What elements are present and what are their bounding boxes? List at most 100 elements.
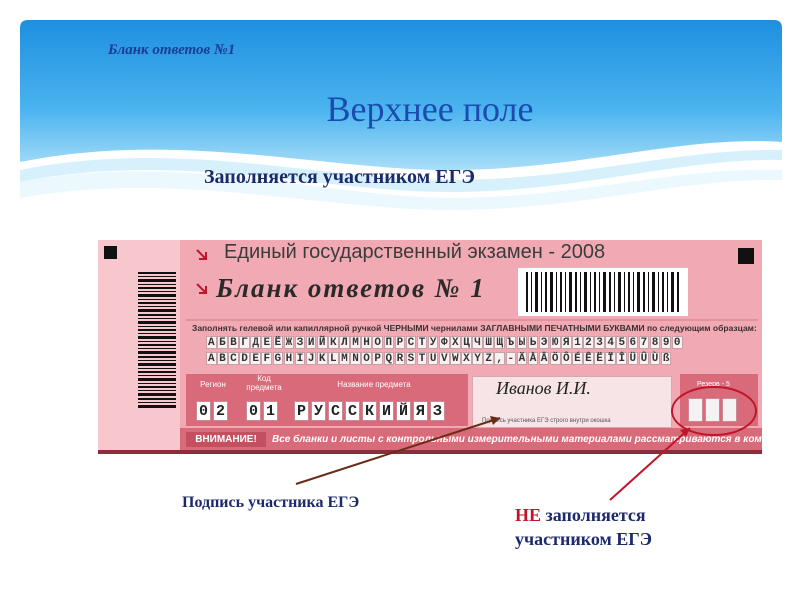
region-label: Регион xyxy=(200,380,226,389)
sample-char: Ä xyxy=(516,352,528,365)
sample-char: , xyxy=(494,352,506,365)
sample-char: 5 xyxy=(616,336,628,349)
reserve-boxes xyxy=(688,398,737,422)
sample-char: Z xyxy=(483,352,494,365)
reserve-label: Резерв - 5 xyxy=(697,381,730,388)
sample-char: Й xyxy=(316,336,328,349)
char-box: У xyxy=(311,401,326,421)
sample-char: Ф xyxy=(438,336,450,349)
sample-char: Ч xyxy=(472,336,483,349)
reserve-highlight-circle xyxy=(671,386,757,436)
sample-char: A xyxy=(206,352,217,365)
sample-char: 1 xyxy=(572,336,583,349)
sample-char: Х xyxy=(450,336,461,349)
sample-char: М xyxy=(350,336,361,349)
reserve-pointer-arrow xyxy=(609,427,691,501)
sample-char: T xyxy=(416,352,428,365)
sample-char: Ё xyxy=(272,336,284,349)
reserve-box xyxy=(722,398,737,422)
reserve-arrowhead xyxy=(680,428,690,437)
sample-char: Ë xyxy=(594,352,605,365)
sample-char: Ж xyxy=(283,336,295,349)
sample-char: Q xyxy=(383,352,395,365)
sample-char: К xyxy=(328,336,339,349)
sample-char: Û xyxy=(638,352,650,365)
attention-text: Все бланки и листы с контрольными измери… xyxy=(272,434,800,445)
sample-char: Я xyxy=(561,336,572,349)
sample-char: Щ xyxy=(494,336,506,349)
char-box: К xyxy=(362,401,377,421)
sample-char: 8 xyxy=(649,336,661,349)
char-box: Й xyxy=(396,401,411,421)
char-box: 2 xyxy=(213,401,228,421)
sample-char: U xyxy=(427,352,439,365)
sample-char: Ш xyxy=(483,336,494,349)
sample-char: R xyxy=(394,352,406,365)
sample-char: ß xyxy=(660,352,672,365)
sample-char: Ô xyxy=(561,352,572,365)
sample-char: 3 xyxy=(594,336,605,349)
vertical-barcode xyxy=(138,272,176,408)
sample-char: Г xyxy=(239,336,250,349)
reserve-box xyxy=(705,398,720,422)
sample-char: 0 xyxy=(671,336,683,349)
sample-char: И xyxy=(305,336,317,349)
subject-name-label: Название предмета xyxy=(337,380,411,389)
sample-char: С xyxy=(405,336,417,349)
sample-char: Å xyxy=(527,352,539,365)
form-instruction: Заполнять гелевой или капиллярной ручкой… xyxy=(192,323,757,333)
not-filled-rest: заполняется участником ЕГЭ xyxy=(515,505,652,549)
sample-char: P xyxy=(372,352,383,365)
subject-code-label: Код предмета xyxy=(246,374,282,392)
sample-char: É xyxy=(572,352,583,365)
not-filled-annotation: НЕ заполняется участником ЕГЭ xyxy=(515,503,715,551)
sample-char: О xyxy=(372,336,383,349)
signature-arrowhead xyxy=(490,416,500,425)
sample-char: Ê xyxy=(583,352,594,365)
sample-char: O xyxy=(361,352,372,365)
horizontal-barcode xyxy=(526,272,679,312)
sample-char: 4 xyxy=(605,336,616,349)
sample-char: C xyxy=(228,352,239,365)
slide-subheading: Заполняется участником ЕГЭ xyxy=(204,166,475,188)
sample-char: M xyxy=(339,352,350,365)
sample-char: H xyxy=(283,352,295,365)
form-title: Бланк ответов № 1 xyxy=(216,273,486,303)
signature-note: Подпись участника ЕГЭ строго внутри окош… xyxy=(482,418,611,424)
sample-char: L xyxy=(328,352,339,365)
char-box: С xyxy=(345,401,360,421)
sample-char: K xyxy=(316,352,328,365)
sample-char: Е xyxy=(261,336,273,349)
slide-subtitle: Бланк ответов №1 xyxy=(108,42,236,58)
sample-char: J xyxy=(305,352,317,365)
sample-char: X xyxy=(461,352,472,365)
header-wave-band xyxy=(20,20,782,210)
form-header-line: Единый государственный экзамен - 2008 xyxy=(224,241,606,263)
sample-char: Т xyxy=(416,336,428,349)
sample-char: Л xyxy=(339,336,350,349)
sample-char: Ù xyxy=(649,352,661,365)
sample-char: Б xyxy=(217,336,228,349)
sample-char: 2 xyxy=(583,336,594,349)
sample-char: Ы xyxy=(516,336,528,349)
slide-title: Верхнее поле xyxy=(326,89,534,129)
sample-char: 9 xyxy=(660,336,672,349)
sample-char: А xyxy=(206,336,217,349)
reserve-box xyxy=(688,398,703,422)
corner-marker-right xyxy=(738,248,754,264)
char-box: З xyxy=(430,401,445,421)
char-box: С xyxy=(328,401,343,421)
sample-char: Н xyxy=(361,336,372,349)
not-filled-prefix: НЕ xyxy=(515,505,542,525)
sample-char: Ю xyxy=(549,336,561,349)
sample-char: 6 xyxy=(627,336,639,349)
sample-char: Э xyxy=(538,336,550,349)
sample-char: - xyxy=(505,352,517,365)
sample-char: S xyxy=(405,352,417,365)
